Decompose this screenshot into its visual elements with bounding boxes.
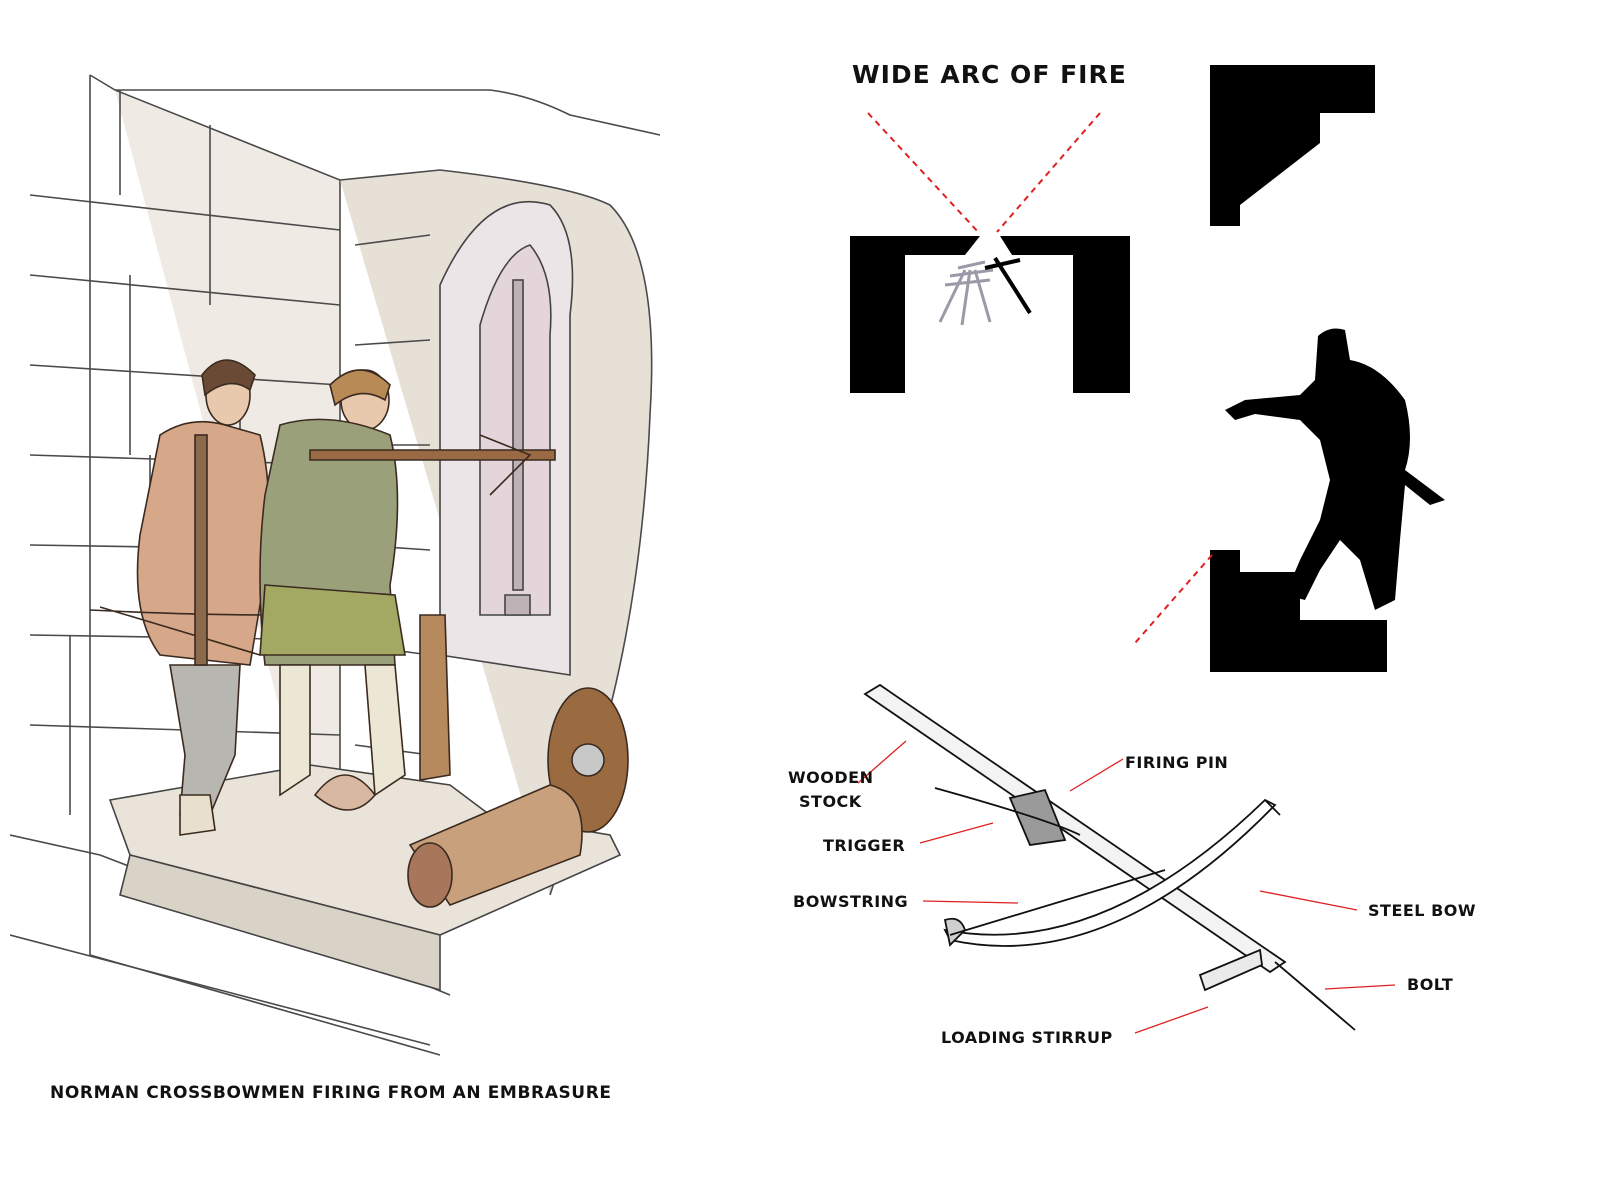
crossbowman-left — [89, 359, 271, 836]
embrasure-section-lower — [1210, 550, 1387, 672]
label-stock: STOCK — [799, 792, 862, 811]
embrasure-plan-wall — [850, 236, 1130, 393]
label-trigger: TRIGGER — [823, 836, 906, 855]
embrasure-section-upper — [1210, 65, 1375, 226]
crossbow-drawing — [863, 683, 1356, 1031]
arc-line-left — [867, 112, 981, 235]
embrasure-window — [439, 200, 574, 676]
crossbow-fan — [938, 260, 994, 326]
arc-line-right — [996, 112, 1101, 233]
label-bowstring: BOWSTRING — [793, 892, 909, 911]
crossbowman-silhouette — [1225, 328, 1445, 610]
section-arc-line — [1134, 554, 1213, 644]
crossbowman-right — [259, 369, 556, 797]
arc-of-fire-title: WIDE ARC OF FIRE — [852, 60, 1127, 89]
crossbow-dark — [984, 256, 1032, 315]
label-firing-pin: FIRING PIN — [1125, 753, 1229, 772]
equipment — [313, 614, 629, 908]
crossbowmen-illustration — [10, 74, 661, 1056]
label-bolt: BOLT — [1407, 975, 1454, 994]
illustration-caption: NORMAN CROSSBOWMEN FIRING FROM AN EMBRAS… — [50, 1083, 612, 1103]
ledge — [108, 764, 622, 992]
label-steel-bow: STEEL BOW — [1368, 901, 1477, 920]
label-loading-stirrup: LOADING STIRRUP — [941, 1028, 1113, 1047]
leader-lines — [857, 740, 1396, 1034]
label-wooden: WOODEN — [788, 768, 874, 787]
